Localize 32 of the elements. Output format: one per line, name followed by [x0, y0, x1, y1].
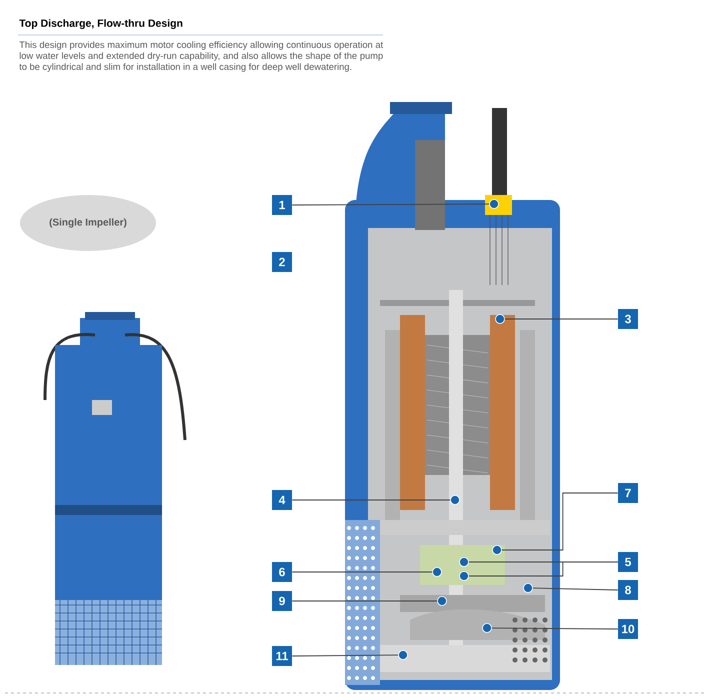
- callout-number: 10: [618, 619, 638, 639]
- leader-line: [292, 654, 399, 656]
- callout-number: 8: [618, 580, 638, 600]
- callout-number: 4: [272, 490, 292, 510]
- leader-line: [468, 562, 618, 576]
- callout-number: 6: [272, 562, 292, 582]
- callout-number: 11: [272, 646, 292, 666]
- target-dot: [459, 571, 469, 581]
- leader-line: [292, 204, 490, 206]
- leader-line: [491, 628, 618, 630]
- target-dot: [437, 596, 447, 606]
- leader-line: [532, 588, 618, 590]
- callout-number: 1: [272, 195, 292, 215]
- heading: Top Discharge, Flow-thru Design: [19, 19, 182, 30]
- callout-number: 9: [272, 591, 292, 611]
- target-dot: [523, 583, 533, 593]
- description: This design provides maximum motor cooling efficiency allowing continuous operation at low water levels and extended dry-run capability, and also allows the shape of the pump to be cylindrical and slim for installation in a well casing for deep well dewatering.: [19, 41, 384, 72]
- leader-line: [501, 492, 618, 550]
- target-dot: [398, 650, 408, 660]
- callout-number: 5: [618, 552, 638, 572]
- target-dot: [489, 199, 499, 209]
- callout-number: 2: [272, 252, 292, 272]
- callout-number: 3: [618, 309, 638, 329]
- target-dot: [492, 545, 502, 555]
- target-dot: [432, 567, 442, 577]
- target-dot: [482, 623, 492, 633]
- target-dot: [495, 314, 505, 324]
- leader-line: [504, 318, 618, 320]
- leader-line: [292, 600, 438, 602]
- target-dot: [450, 495, 460, 505]
- target-dot: [459, 557, 469, 567]
- callout-number: 7: [618, 483, 638, 503]
